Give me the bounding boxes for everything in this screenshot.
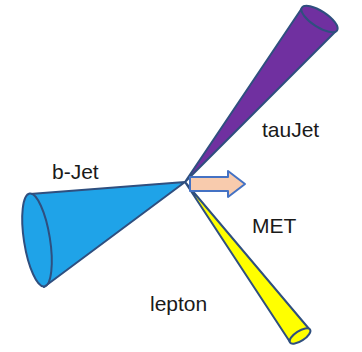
particle-label: b-Jet	[52, 160, 99, 183]
b-jet-cone	[17, 182, 185, 288]
particle-label: MET	[252, 214, 296, 237]
tau-jet-cone	[185, 1, 341, 182]
particle-label: lepton	[150, 292, 207, 315]
met-arrow	[190, 171, 245, 197]
lepton-cone	[185, 182, 313, 347]
particle-label: tauJet	[262, 118, 319, 141]
